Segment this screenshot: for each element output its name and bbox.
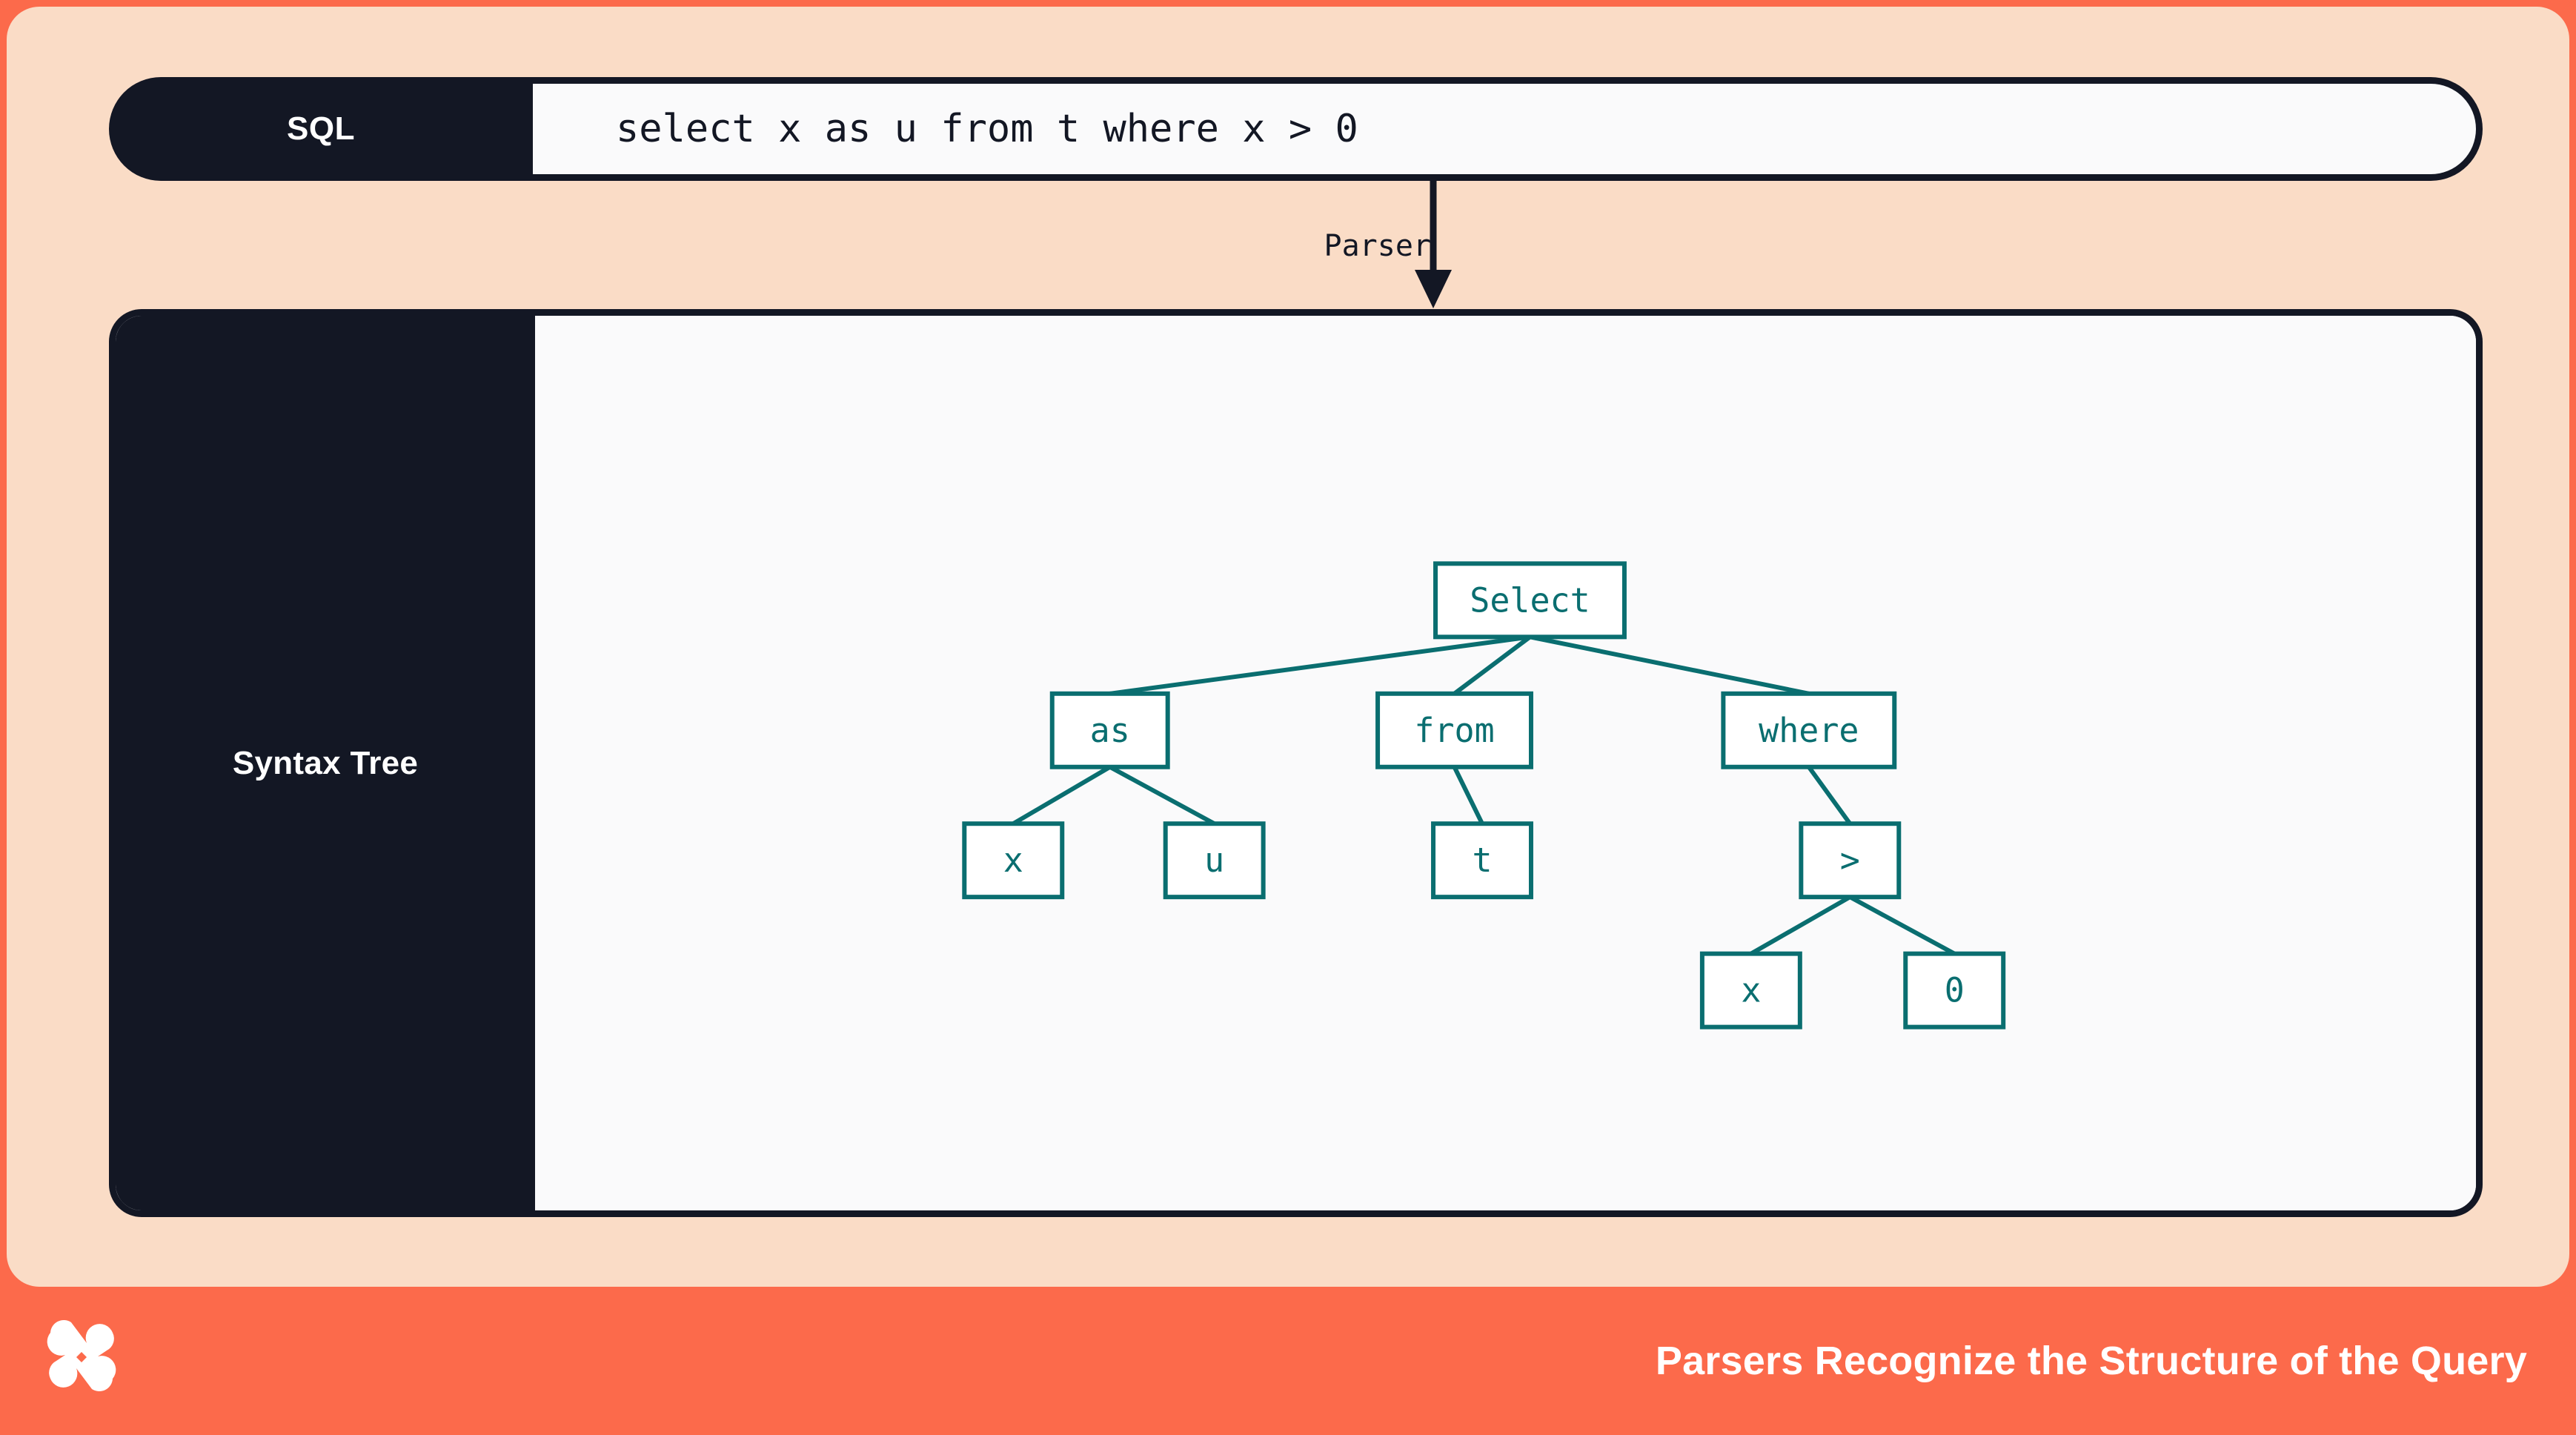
- tree-node-gt[interactable]: >: [1799, 821, 1902, 900]
- tree-edge: [1012, 765, 1112, 826]
- syntax-tree-label: Syntax Tree: [116, 316, 535, 1210]
- arrow-down-icon: [1415, 181, 1452, 308]
- footer-caption: Parsers Recognize the Structure of the Q…: [1655, 1339, 2527, 1383]
- tree-edge: [1109, 634, 1530, 696]
- tree-edge: [1529, 634, 1810, 696]
- tree-node-box: [1049, 691, 1170, 769]
- tree-node-gt-0[interactable]: 0: [1903, 951, 2006, 1030]
- tree-node-label: x: [1003, 841, 1023, 880]
- tree-node-box: [962, 821, 1065, 900]
- tree-node-box: [1433, 561, 1627, 640]
- parser-arrow: [1289, 181, 1467, 312]
- sql-row: SQL select x as u from t where x > 0: [109, 77, 2483, 181]
- tree-node-as-u[interactable]: u: [1163, 821, 1266, 900]
- tree-node-box: [1903, 951, 2006, 1030]
- tree-node-label: t: [1472, 841, 1492, 880]
- sql-label: SQL: [109, 77, 533, 181]
- tree-edges: [1012, 634, 1956, 956]
- tree-edge: [1453, 634, 1532, 696]
- tree-node-as[interactable]: as: [1049, 691, 1170, 769]
- tree-edge: [1750, 895, 1851, 956]
- tree-node-box: [1375, 691, 1533, 769]
- main-card: SQL select x as u from t where x > 0 Par…: [7, 7, 2569, 1287]
- tree-node-from-t[interactable]: t: [1431, 821, 1533, 900]
- tree-node-box: [1163, 821, 1266, 900]
- tree-node-gt-x[interactable]: x: [1699, 951, 1802, 1030]
- tree-node-label: u: [1204, 841, 1224, 880]
- tree-node-label: 0: [1945, 971, 1965, 1010]
- tree-node-label: where: [1759, 711, 1859, 750]
- tree-edge: [1807, 765, 1852, 825]
- tree-node-from[interactable]: from: [1375, 691, 1533, 769]
- tree-node-label: x: [1741, 971, 1761, 1010]
- brand-logo: [41, 1315, 122, 1396]
- syntax-tree-panel: Syntax Tree Select as from where x u t > x 0: [109, 309, 2483, 1217]
- tree-node-box: [1699, 951, 1802, 1030]
- tree-node-box: [1799, 821, 1902, 900]
- tree-node-box: [1431, 821, 1533, 900]
- tree-node-where[interactable]: where: [1721, 691, 1897, 769]
- tree-node-label: >: [1840, 841, 1860, 880]
- logo-center-diamond: [76, 1352, 87, 1362]
- tree-edge: [1848, 895, 1956, 956]
- tree-node-select[interactable]: Select: [1433, 561, 1627, 640]
- tree-node-label: Select: [1470, 580, 1590, 620]
- tree-node-label: from: [1414, 711, 1494, 750]
- parser-arrow-label: Parser: [1324, 229, 1432, 263]
- tree-node-label: as: [1090, 711, 1130, 750]
- sql-query-input[interactable]: select x as u from t where x > 0: [533, 77, 2483, 181]
- tree-node-box: [1721, 691, 1897, 769]
- footer-bar: Parsers Recognize the Structure of the Q…: [0, 1287, 2576, 1435]
- tree-edge: [1452, 766, 1484, 825]
- tree-edge: [1109, 765, 1216, 826]
- syntax-tree-canvas: Select as from where x u t > x 0: [535, 316, 2476, 1210]
- tree-node-as-x[interactable]: x: [962, 821, 1065, 900]
